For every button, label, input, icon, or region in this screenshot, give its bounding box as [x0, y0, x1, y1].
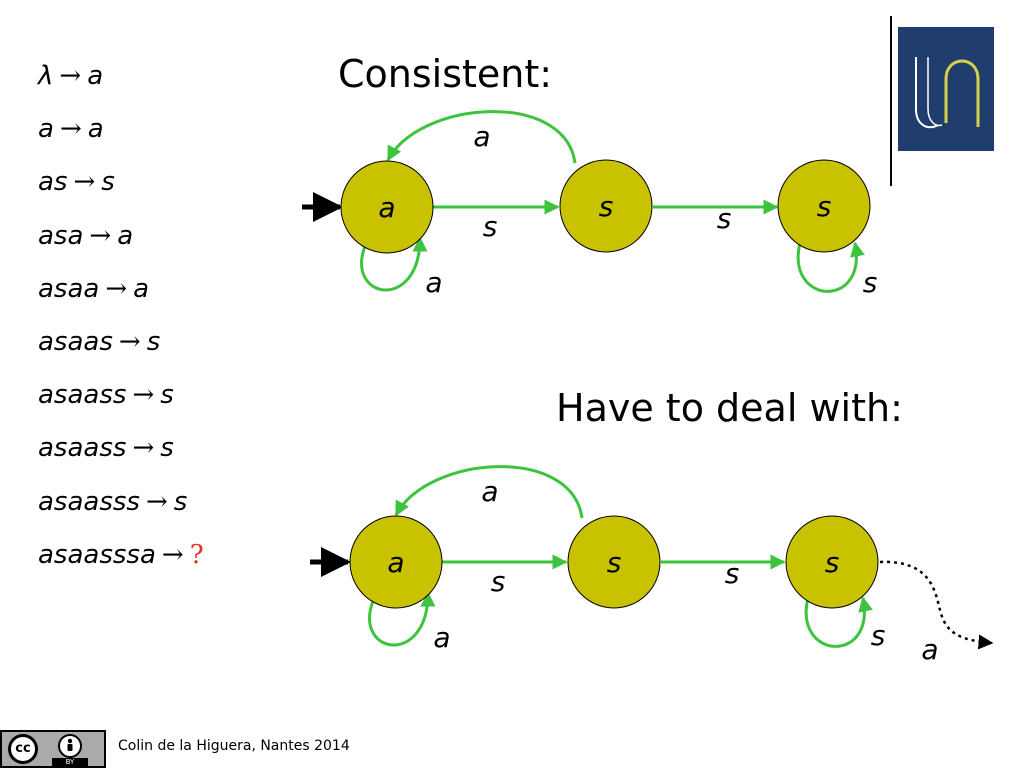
rule-arrow: →	[105, 273, 128, 304]
rule-output: s	[146, 326, 161, 357]
edge-label: s	[717, 202, 732, 235]
state-node	[340, 160, 434, 254]
rule-output: a	[87, 61, 104, 91]
state-label: a	[387, 546, 404, 579]
rule-list: λ→a a→a as→s asa→a asaa→a asaas→s asaass…	[38, 56, 204, 588]
rule-output: s	[160, 433, 174, 464]
state-node	[349, 515, 443, 609]
edge-loop-s	[804, 596, 873, 648]
state-label: a	[378, 191, 395, 224]
rule-row: a→a	[38, 109, 204, 162]
rule-output: s	[173, 486, 188, 517]
rule-arrow: →	[73, 167, 96, 198]
person-icon	[67, 738, 73, 751]
rule-output: a	[117, 220, 134, 251]
rule-row: asa→a	[38, 216, 204, 269]
rule-row: asaa→a	[38, 269, 204, 322]
state-label: s	[607, 546, 622, 579]
by-label: BY	[52, 758, 88, 766]
edge-loop-a	[360, 236, 428, 292]
state-label: s	[825, 546, 840, 579]
state-node	[785, 515, 879, 609]
rule-row: asaas→s	[38, 322, 204, 375]
state-label: s	[817, 190, 832, 223]
state-node	[567, 515, 661, 609]
rule-arrow: →	[132, 380, 155, 411]
edge-label: s	[491, 565, 506, 598]
rule-arrow: →	[118, 326, 141, 357]
edge-label: s	[483, 210, 498, 243]
rule-arrow: →	[59, 114, 82, 145]
edge-back-arc	[386, 110, 577, 164]
rule-input: as	[38, 167, 68, 198]
rule-arrow: →	[89, 220, 112, 251]
cc-icon: cc	[8, 734, 38, 764]
rule-output: a	[133, 273, 150, 304]
rule-row: asaass→s	[38, 375, 204, 428]
edge-label: a	[433, 621, 450, 654]
rule-arrow: →	[145, 486, 168, 517]
edge-label: a	[921, 633, 938, 666]
rule-input: asa	[38, 220, 84, 251]
state-node	[777, 159, 871, 253]
state-label: s	[599, 190, 614, 223]
edge-label: s	[871, 619, 886, 652]
rule-arrow: →	[59, 61, 82, 91]
heading-consistent: Consistent:	[338, 52, 553, 96]
attribution-icon	[58, 734, 82, 758]
rule-row: as→s	[38, 162, 204, 215]
footer-credit: Colin de la Higuera, Nantes 2014	[118, 738, 350, 754]
rule-input: asaass	[38, 433, 127, 464]
cc-by-badge: cc BY	[0, 730, 106, 768]
edge-loop-a	[368, 591, 436, 647]
rule-output: a	[87, 114, 104, 145]
rule-input: asaasssa	[38, 539, 156, 570]
diagram-top: a s s a s s a s	[302, 110, 878, 299]
rule-row: asaass→s	[38, 428, 204, 481]
diagram-bottom: a s s a s s a s a	[310, 465, 994, 666]
university-logo	[898, 27, 994, 151]
edge-loop-s	[796, 241, 865, 293]
edge-label: a	[473, 120, 490, 153]
rule-input: asaas	[38, 326, 113, 357]
rule-row: asaasss→s	[38, 482, 204, 535]
edge-label: s	[863, 266, 878, 299]
logo-divider	[890, 16, 892, 186]
rule-output: s	[101, 167, 115, 198]
rule-input: asaass	[38, 380, 127, 411]
edge-label: a	[425, 266, 442, 299]
state-node	[559, 159, 653, 253]
rule-input: asaasss	[38, 486, 140, 517]
rule-arrow: →	[161, 539, 184, 570]
rule-arrow: →	[132, 433, 155, 464]
rule-input: asaa	[38, 273, 100, 304]
edge-label: s	[725, 557, 740, 590]
rule-input: a	[38, 114, 54, 145]
heading-deal: Have to deal with:	[556, 386, 903, 430]
rule-row: λ→a	[38, 56, 204, 109]
rule-output: s	[160, 380, 174, 411]
rule-input: λ	[38, 61, 54, 91]
edge-pending	[879, 560, 994, 650]
edge-label: a	[481, 475, 498, 508]
university-logo-icon	[915, 57, 980, 129]
rule-output-unknown: ?	[189, 539, 204, 570]
rule-row: asaasssa→?	[38, 535, 204, 588]
edge-back-arc	[394, 465, 584, 519]
